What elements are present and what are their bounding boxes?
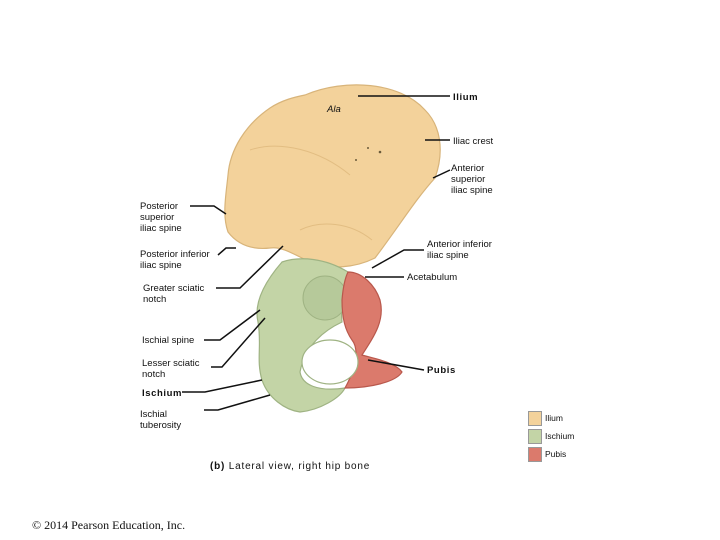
label-ischial-tuberosity: Ischial tuberosity	[140, 409, 182, 431]
legend-item-ilium: Ilium	[528, 411, 608, 427]
label-aiis: Anterior inferior iliac spine	[427, 239, 492, 261]
label-ischium: Ischium	[142, 388, 183, 399]
label-asis: Anterior superior iliac spine	[451, 163, 493, 196]
legend-swatch	[528, 447, 542, 462]
label-greater-sciatic-notch: Greater sciatic notch	[143, 283, 205, 305]
caption-part: (b)	[210, 461, 226, 472]
label-piis: Posterior inferior iliac spine	[140, 249, 210, 271]
copyright-notice: © 2014 Pearson Education, Inc.	[32, 518, 186, 532]
obturator-foramen	[301, 339, 359, 385]
label-iliac-crest: Iliac crest	[453, 136, 494, 147]
label-acetabulum: Acetabulum	[407, 272, 458, 283]
legend-item-ischium: Ischium	[528, 429, 608, 445]
figure-caption: (b) Lateral view, right hip bone	[210, 461, 370, 472]
label-psis: Posterior superior iliac spine	[140, 201, 182, 234]
legend-swatch	[528, 429, 542, 444]
caption-text: Lateral view, right hip bone	[228, 461, 371, 472]
legend-label: Ilium	[545, 413, 563, 423]
label-pubis: Pubis	[427, 365, 456, 376]
legend-label: Pubis	[545, 449, 567, 459]
legend-label: Ischium	[545, 431, 575, 441]
label-lesser-sciatic-notch: Lesser sciatic notch	[142, 358, 200, 380]
leader-lines	[182, 95, 451, 411]
label-ilium: Ilium	[453, 92, 479, 103]
legend-swatch	[528, 411, 542, 426]
label-ala: Ala	[327, 104, 341, 115]
label-ischial-spine: Ischial spine	[142, 335, 195, 346]
legend-item-pubis: Pubis	[528, 447, 608, 463]
